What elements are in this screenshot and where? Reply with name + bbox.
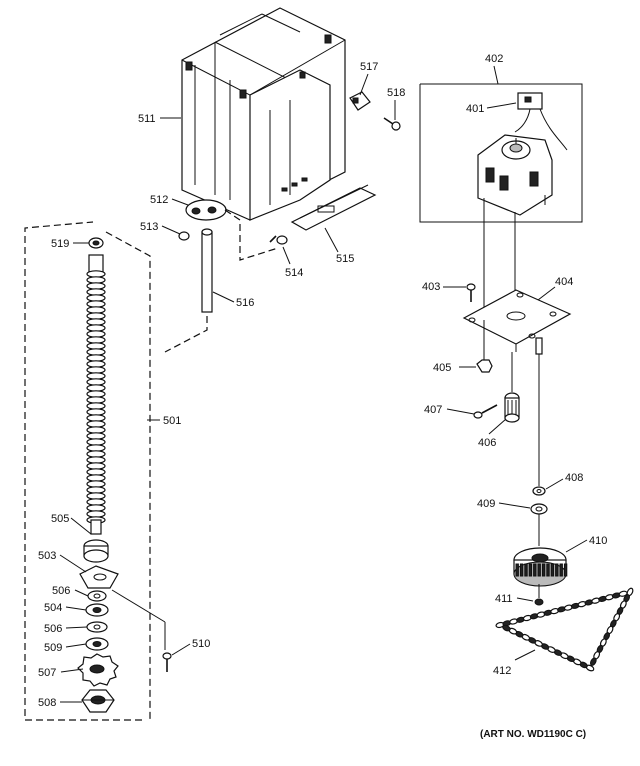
label-501: 501 bbox=[163, 415, 181, 427]
label-514: 514 bbox=[285, 267, 303, 279]
nut-508 bbox=[81, 689, 115, 713]
washers-506-504-509 bbox=[85, 590, 109, 651]
label-507: 507 bbox=[38, 667, 56, 679]
label-506-upper: 506 bbox=[52, 585, 70, 597]
label-515: 515 bbox=[336, 253, 354, 265]
motor-401 bbox=[477, 92, 568, 220]
nut-405 bbox=[476, 320, 493, 373]
label-519: 519 bbox=[51, 238, 69, 250]
label-405: 405 bbox=[433, 362, 451, 374]
plate-404 bbox=[462, 289, 572, 355]
leader-lines bbox=[59, 65, 588, 703]
label-408: 408 bbox=[565, 472, 583, 484]
pinion-406 bbox=[504, 352, 520, 423]
label-506-lower: 506 bbox=[44, 623, 62, 635]
screw-518 bbox=[383, 117, 401, 131]
label-402: 402 bbox=[485, 53, 503, 65]
label-406: 406 bbox=[478, 437, 496, 449]
nut-513 bbox=[178, 231, 190, 241]
label-503: 503 bbox=[38, 550, 56, 562]
label-513: 513 bbox=[140, 221, 158, 233]
art-number: (ART NO. WD1190C C) bbox=[480, 729, 586, 740]
sprocket-507 bbox=[77, 653, 119, 687]
washer-409 bbox=[530, 503, 548, 515]
rod-516 bbox=[201, 228, 213, 313]
label-407: 407 bbox=[424, 404, 442, 416]
screw-510 bbox=[162, 652, 172, 672]
bracket-515 bbox=[290, 184, 377, 231]
label-508: 508 bbox=[38, 697, 56, 709]
label-412: 412 bbox=[493, 665, 511, 677]
label-411: 411 bbox=[495, 593, 513, 605]
housing-511 bbox=[181, 7, 346, 221]
cam-block-512 bbox=[185, 199, 227, 221]
label-504: 504 bbox=[44, 602, 62, 614]
chain-412 bbox=[495, 587, 634, 672]
label-505: 505 bbox=[51, 513, 69, 525]
label-511: 511 bbox=[138, 113, 156, 125]
cap-519 bbox=[88, 237, 104, 249]
lead-screw-501 bbox=[86, 254, 106, 535]
screw-403 bbox=[466, 283, 476, 302]
screw-514 bbox=[269, 235, 288, 245]
label-517: 517 bbox=[360, 61, 378, 73]
washer-408 bbox=[532, 486, 546, 496]
label-401: 401 bbox=[466, 103, 484, 115]
label-512: 512 bbox=[150, 194, 168, 206]
label-518: 518 bbox=[387, 87, 405, 99]
label-403: 403 bbox=[422, 281, 440, 293]
clip-411 bbox=[534, 598, 544, 606]
label-404: 404 bbox=[555, 276, 573, 288]
nut-505 bbox=[83, 539, 109, 563]
sprocket-410 bbox=[513, 547, 568, 587]
label-410: 410 bbox=[589, 535, 607, 547]
pin-407 bbox=[473, 404, 498, 419]
dashed-enclosure-501 bbox=[24, 221, 151, 721]
label-516: 516 bbox=[236, 297, 254, 309]
part-labels: 402 401 403 404 405 406 407 408 409 410 … bbox=[38, 53, 607, 709]
label-509: 509 bbox=[44, 642, 62, 654]
label-510: 510 bbox=[192, 638, 210, 650]
clip-517 bbox=[349, 91, 371, 111]
label-409: 409 bbox=[477, 498, 495, 510]
motor-box-402 bbox=[419, 83, 583, 223]
plate-503 bbox=[79, 565, 166, 623]
